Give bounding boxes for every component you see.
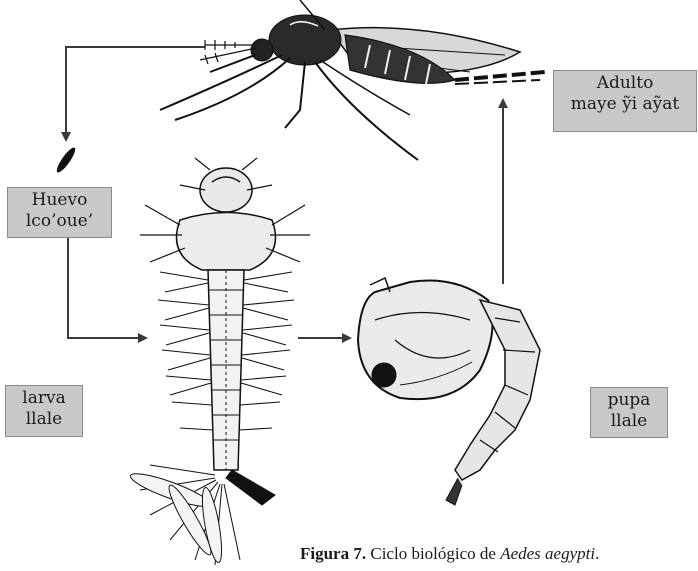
figure-caption: Figura 7. Ciclo biológico de Aedes aegyp… bbox=[300, 544, 599, 564]
arrow-egg-to-larva bbox=[68, 238, 146, 338]
adult-label: Adulto maye ỹi aỹat bbox=[553, 70, 697, 132]
pupa-label-line2: llale bbox=[591, 411, 667, 432]
adult-label-line2: maye ỹi aỹat bbox=[554, 94, 696, 115]
caption-species: Aedes aegypti bbox=[500, 544, 595, 563]
caption-figure-number: Figura 7. bbox=[300, 544, 366, 563]
larva-label-line1: larva bbox=[6, 388, 82, 409]
caption-text: Ciclo biológico de bbox=[366, 544, 500, 563]
caption-end: . bbox=[595, 544, 599, 563]
pupa-illustration bbox=[358, 278, 540, 505]
larva-label-line2: llale bbox=[6, 409, 82, 430]
pupa-label-line1: pupa bbox=[591, 390, 667, 411]
egg-label: Huevo lco’oue’ bbox=[7, 187, 112, 238]
egg-label-line2: lco’oue’ bbox=[8, 211, 111, 232]
egg-illustration bbox=[54, 145, 78, 174]
larva-label: larva llale bbox=[5, 385, 83, 437]
larva-illustration bbox=[128, 158, 310, 565]
arrow-adult-to-egg bbox=[66, 47, 205, 140]
pupa-label: pupa llale bbox=[590, 387, 668, 438]
adult-label-line1: Adulto bbox=[554, 73, 696, 94]
egg-label-line1: Huevo bbox=[8, 190, 111, 211]
mosquito-adult-illustration bbox=[160, 0, 545, 160]
